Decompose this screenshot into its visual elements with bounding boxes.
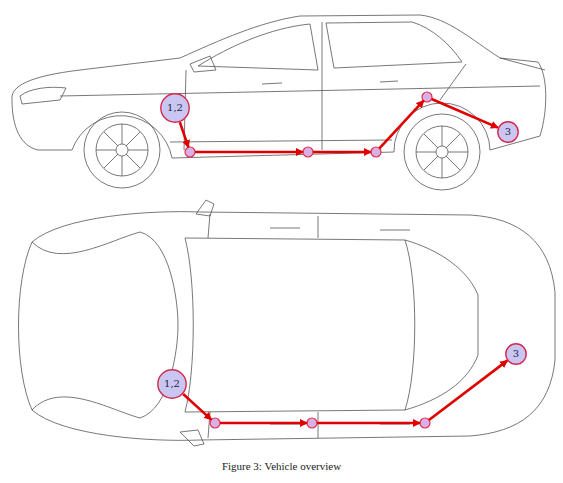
door-handle: [270, 228, 410, 424]
wheel-spokes: [96, 124, 148, 176]
waypoint-dot: [422, 92, 432, 102]
waypoint-dot: [185, 147, 195, 157]
callout-circle: 3: [497, 121, 519, 143]
figure-caption: Figure 3: Vehicle overview: [0, 460, 563, 472]
waypoint-dot: [210, 418, 220, 428]
route-segment: [220, 422, 307, 425]
car-body-outline: [12, 15, 546, 158]
door-handle: [262, 81, 398, 84]
callout-number: 1,2: [167, 103, 183, 113]
waypoint-dot: [307, 418, 317, 428]
mirror: [196, 200, 214, 216]
callout-circle: 1,2: [157, 369, 187, 399]
trunk-lid: [500, 58, 545, 70]
roof: [185, 238, 415, 412]
circle-shape: [158, 370, 186, 398]
headlight: [20, 87, 66, 104]
route-segment: [180, 122, 189, 147]
route-segment: [432, 99, 498, 128]
callout-number: 3: [513, 349, 519, 359]
callout-number: 1,2: [164, 379, 180, 389]
circle-shape: [506, 344, 526, 364]
circle-shape: [161, 94, 189, 122]
side-window: [198, 24, 318, 70]
callout-number: 3: [505, 127, 511, 137]
door-line: [184, 22, 466, 150]
wheel-rim: [416, 126, 468, 178]
waypoint-dot: [420, 418, 430, 428]
wheel-tire: [404, 114, 480, 190]
rear-window: [405, 240, 478, 410]
door-line: [208, 214, 318, 438]
wheel-rim: [96, 124, 148, 176]
route-segment: [313, 151, 371, 154]
wheel-spokes: [416, 126, 468, 178]
car-top-outline: [19, 212, 556, 441]
mirror: [180, 430, 204, 446]
route-arrow: [180, 99, 498, 152]
hood-line: [32, 232, 140, 418]
mirror: [190, 56, 216, 72]
body-crease: [60, 86, 540, 142]
route-segment: [195, 151, 303, 154]
wheel-tire: [84, 112, 160, 188]
side-window: [326, 22, 462, 68]
callout-circle: 1,2: [160, 93, 190, 123]
waypoint-dot: [371, 147, 381, 157]
circle-shape: [498, 122, 518, 142]
callout-circle: 3: [505, 343, 527, 365]
route-segment: [317, 422, 420, 425]
route-segment: [429, 361, 507, 420]
waypoint-dot: [303, 147, 313, 157]
route-segment: [379, 101, 423, 149]
route-arrow: [183, 361, 507, 423]
route-segment: [183, 394, 211, 420]
